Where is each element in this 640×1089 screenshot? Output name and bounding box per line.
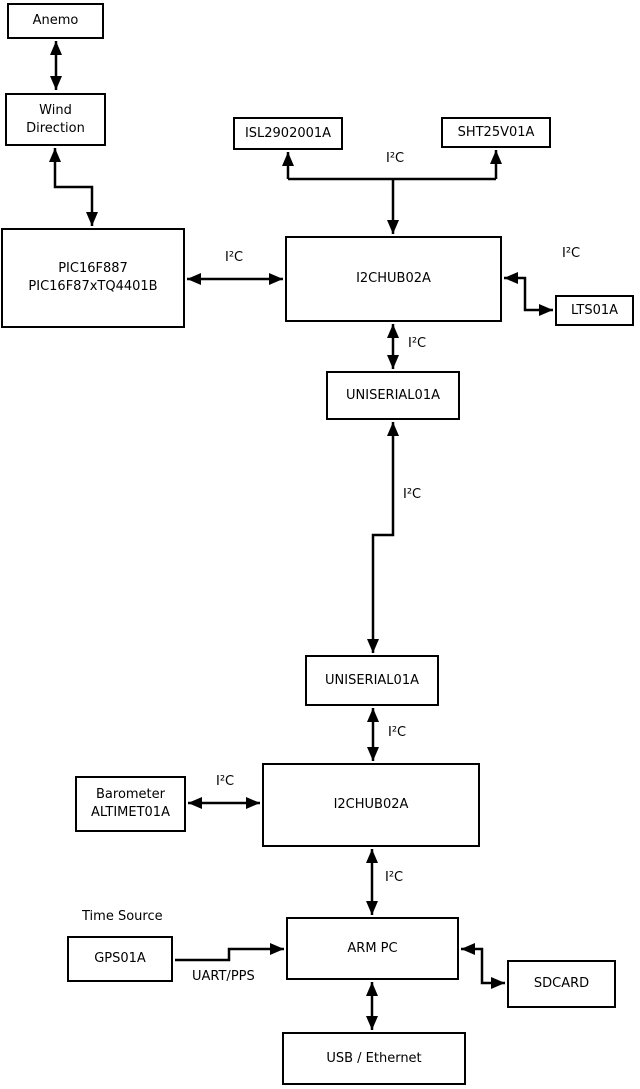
edge-hub1-lts xyxy=(504,272,553,316)
node-pic-line2: PIC16F87xTQ4401B xyxy=(28,279,158,294)
node-i2chub-2-label: I2CHUB02A xyxy=(333,797,409,813)
node-anemo: Anemo xyxy=(7,3,104,39)
node-usb-ethernet-label: USB / Ethernet xyxy=(326,1050,422,1066)
edge-label-i2c-hub1-lts: I²C xyxy=(562,246,581,261)
node-barometer-line1: Barometer xyxy=(96,787,165,803)
node-wind-direction: Wind Direction xyxy=(5,93,106,146)
node-arm-pc: ARM PC xyxy=(286,917,459,980)
edge-label-uart-pps: UART/PPS xyxy=(192,969,255,984)
edge-gps-armpc xyxy=(175,943,284,962)
node-barometer-line2: ALTIMET01A xyxy=(91,805,170,820)
node-sdcard: SDCARD xyxy=(507,960,616,1008)
node-sht-label: SHT25V01A xyxy=(457,124,535,140)
node-anemo-label: Anemo xyxy=(32,13,79,29)
edge-label-i2c-hub1-uniserial1: I²C xyxy=(408,336,427,351)
edge-label-i2c-hub2-armpc: I²C xyxy=(385,870,404,885)
node-wind-direction-line2: Direction xyxy=(26,120,85,136)
edge-label-time-source: Time Source xyxy=(82,909,163,924)
edge-label-i2c-barometer-hub2: I²C xyxy=(216,774,235,789)
node-i2chub-1-label: I2CHUB02A xyxy=(356,271,431,287)
edge-uniserial1-uniserial2 xyxy=(367,422,399,653)
node-barometer: Barometer ALTIMET01A xyxy=(75,776,186,832)
node-i2chub-1: I2CHUB02A xyxy=(285,236,502,322)
node-isl-label: ISL2902001A xyxy=(244,125,332,141)
edge-label-i2c-bus-top: I²C xyxy=(386,151,405,166)
node-usb-ethernet: USB / Ethernet xyxy=(282,1032,466,1085)
edge-winddirection-pic xyxy=(49,148,98,226)
node-i2chub-2: I2CHUB02A xyxy=(262,763,480,847)
edge-armpc-sdcard xyxy=(461,943,505,989)
node-uniserial-1-label: UNISERIAL01A xyxy=(346,387,440,403)
edge-label-i2c-uniserial2-hub2: I²C xyxy=(388,725,407,740)
node-pic: PIC16F887 PIC16F87xTQ4401B xyxy=(1,228,185,328)
edge-label-i2c-pic-hub1: I²C xyxy=(225,250,244,265)
node-isl: ISL2902001A xyxy=(233,117,343,150)
node-lts: LTS01A xyxy=(555,295,634,326)
node-lts-label: LTS01A xyxy=(570,302,619,318)
node-gps-label: GPS01A xyxy=(94,951,146,967)
node-gps: GPS01A xyxy=(67,936,173,982)
node-sdcard-label: SDCARD xyxy=(533,976,590,992)
node-wind-direction-line1: Wind xyxy=(39,102,72,118)
node-pic-line1: PIC16F887 xyxy=(58,261,128,277)
node-uniserial-1: UNISERIAL01A xyxy=(326,371,460,420)
node-uniserial-2: UNISERIAL01A xyxy=(305,655,439,706)
edge-label-i2c-uniserial-link: I²C xyxy=(403,487,422,502)
node-arm-pc-label: ARM PC xyxy=(347,940,398,956)
node-uniserial-2-label: UNISERIAL01A xyxy=(325,672,419,688)
node-sht: SHT25V01A xyxy=(441,117,551,148)
connector-group xyxy=(49,41,553,1030)
